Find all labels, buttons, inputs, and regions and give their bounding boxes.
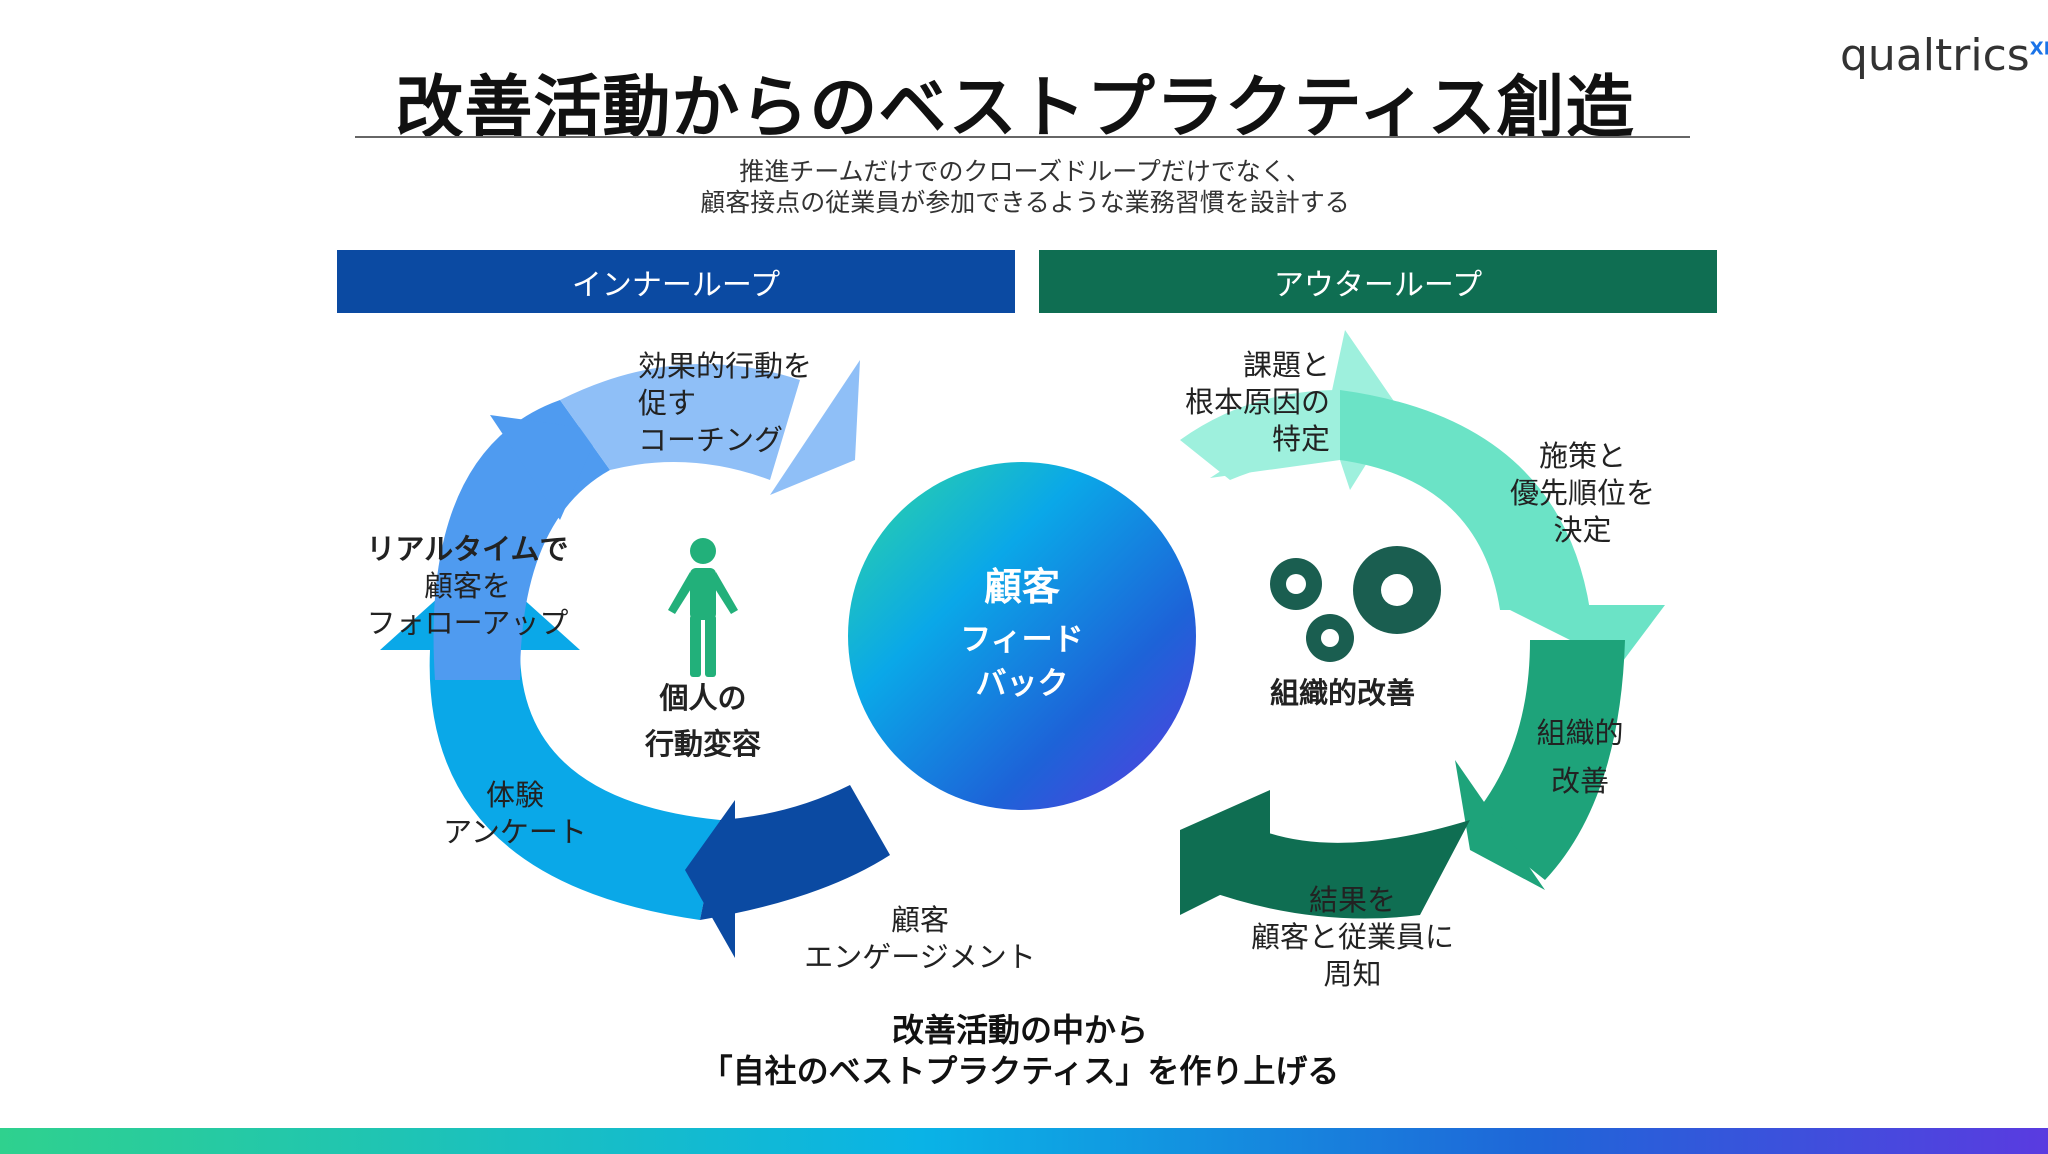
inner-arrow-engagement	[700, 785, 890, 920]
survey-line-2: アンケート	[443, 815, 587, 849]
logo-mark: XM	[2029, 38, 2048, 60]
followup-line-1: 顧客を	[423, 569, 511, 603]
share-line-1: 結果を	[1308, 883, 1396, 917]
outer-arrow-improve-head	[1455, 760, 1545, 890]
identify-line-3: 特定	[1271, 422, 1330, 456]
inner-center-line-1: 個人の	[659, 681, 747, 715]
improve-line-1: 組織的	[1536, 716, 1624, 750]
decide-line-1: 施策と	[1538, 439, 1626, 473]
inner-arrow-followup-head	[490, 415, 600, 520]
footer-line-1: 改善活動の中から	[891, 1011, 1148, 1049]
decide-line-2: 優先順位を	[1509, 476, 1655, 510]
outer-loop-arrows	[1180, 330, 1665, 919]
center-feedback-text: 顧客 フィード バック	[900, 562, 1144, 706]
outer-arrow-decide	[1340, 390, 1590, 610]
outer-arrow-identify-body	[1180, 390, 1340, 480]
coaching-line-1: 効果的行動を	[638, 349, 813, 383]
identify-line-1: 課題と	[1242, 348, 1330, 382]
outer-step-improve: 組織的 改善	[1525, 709, 1635, 805]
engagement-line-2: エンゲージメント	[804, 940, 1036, 974]
inner-arrow-coaching	[560, 364, 800, 480]
outer-center-label: 組織的改善	[1269, 676, 1415, 710]
footer-line-2: 「自社のベストプラクティス」を作り上げる	[700, 1052, 1340, 1090]
inner-arrow-engagement-head	[685, 800, 735, 958]
subtitle-line-2: 顧客接点の従業員が参加できるような業務習慣を設計する	[700, 188, 1350, 217]
center-line-1: 顧客	[983, 565, 1060, 609]
center-line-2: フィード	[960, 622, 1084, 658]
improve-line-2: 改善	[1550, 764, 1609, 798]
outer-step-share: 結果を 顧客と従業員に 周知	[1230, 882, 1475, 993]
inner-step-followup: リアルタイムで 顧客を フォローアップ	[360, 531, 575, 642]
center-line-3: バック	[975, 666, 1069, 702]
outer-arrow-improve	[1470, 640, 1625, 880]
share-line-3: 周知	[1323, 957, 1382, 991]
logo-text: qualtrics	[1840, 30, 2030, 81]
customer-feedback-circle	[848, 462, 1196, 810]
page-title: 改善活動からのベストプラクティス創造	[395, 69, 1635, 148]
qualtrics-logo: qualtricsXM	[1840, 30, 2048, 81]
inner-center-line-2: 行動変容	[644, 727, 761, 761]
engagement-line-1: 顧客	[890, 903, 949, 937]
coaching-line-3: コーチング	[638, 423, 784, 457]
gears-icon	[1270, 546, 1441, 662]
share-line-2: 顧客と従業員に	[1250, 920, 1454, 954]
followup-line-2: フォローアップ	[366, 606, 569, 640]
inner-loop-arrows	[380, 360, 890, 958]
inner-arrow-coaching-head	[770, 360, 860, 495]
title-divider	[355, 136, 1690, 138]
outer-step-identify: 課題と 根本原因の 特定	[1150, 347, 1330, 458]
inner-loop-header: インナーループ	[337, 250, 1015, 313]
subtitle-line-1: 推進チームだけでのクローズドループだけでなく、	[739, 157, 1311, 186]
coaching-line-2: 促す	[638, 386, 697, 420]
outer-loop-header: アウターループ	[1039, 250, 1717, 313]
inner-step-engagement: 顧客 エンゲージメント	[790, 902, 1050, 976]
person-icon	[668, 538, 738, 677]
outer-step-decide: 施策と 優先順位を 決定	[1495, 438, 1670, 549]
identify-line-2: 根本原因の	[1184, 385, 1330, 419]
inner-step-coaching: 効果的行動を 促す コーチング	[638, 348, 812, 459]
inner-step-survey: 体験 アンケート	[430, 777, 600, 851]
decide-line-3: 決定	[1553, 513, 1612, 547]
followup-bold-line: リアルタイムで	[366, 532, 569, 566]
outer-arrow-share-head	[1180, 790, 1270, 915]
bottom-gradient-bar	[0, 1128, 2048, 1154]
inner-center-label: 個人の 行動変容	[618, 675, 788, 767]
survey-line-1: 体験	[485, 778, 544, 812]
